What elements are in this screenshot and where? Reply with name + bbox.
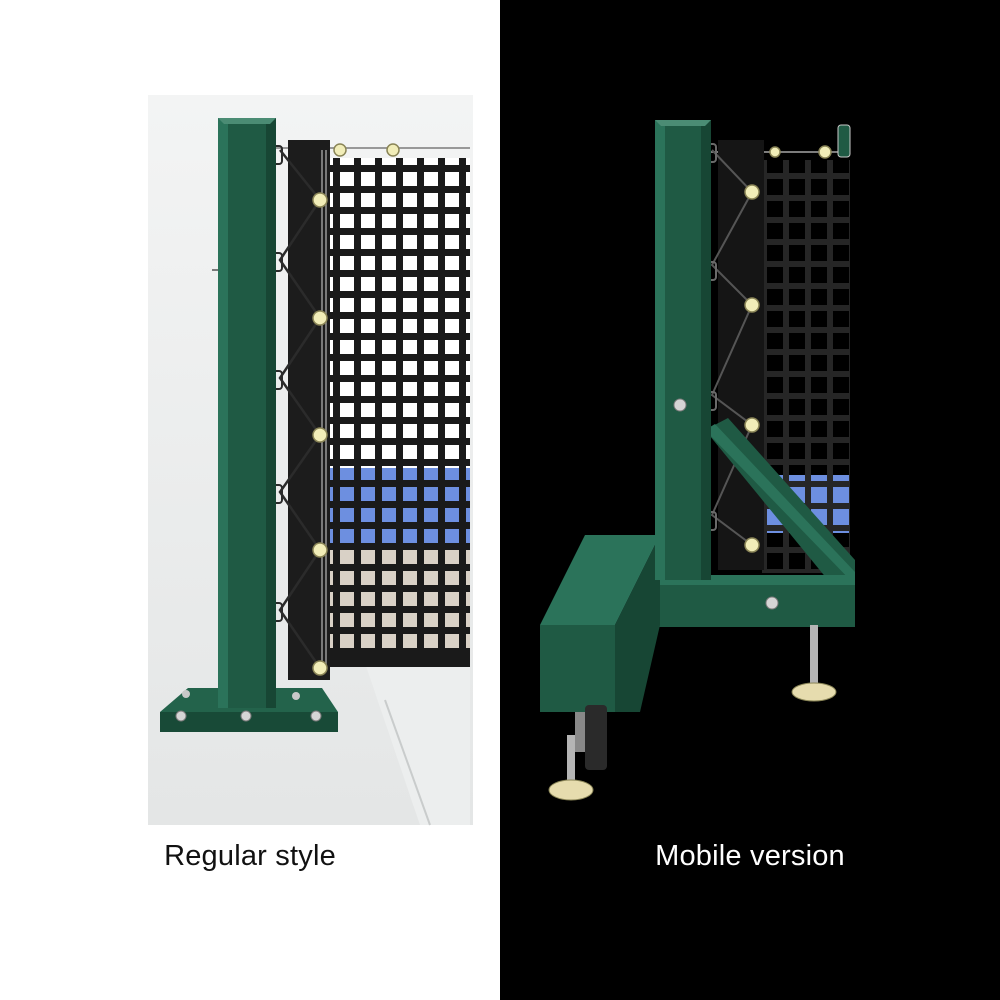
mobile-version-illustration <box>540 120 855 801</box>
net-side-band <box>718 140 764 570</box>
net-lacing <box>710 149 754 546</box>
base-bolts <box>175 690 322 722</box>
net-grommets <box>312 143 400 676</box>
leveling-feet <box>548 625 837 801</box>
net-mesh <box>328 158 470 468</box>
net-mesh <box>762 160 850 475</box>
brace-bolt <box>673 398 687 412</box>
court-line <box>384 699 431 826</box>
caption-regular-style: Regular style <box>164 840 336 872</box>
post-top-clip <box>837 124 851 158</box>
net-grommets <box>744 145 832 553</box>
net-lacing <box>278 149 322 669</box>
net-bottom-band <box>328 655 470 667</box>
caster-wheel <box>585 705 607 770</box>
base-box-front <box>540 625 615 712</box>
regular-style-illustration <box>148 95 473 826</box>
caption-mobile-version: Mobile version <box>655 840 845 872</box>
mobile-version-panel: Mobile version <box>500 0 1000 1000</box>
bar-bolt <box>765 596 779 610</box>
net-mesh-over-court <box>328 468 470 548</box>
base-box-top <box>540 535 660 625</box>
regular-style-panel: Regular style <box>148 95 473 872</box>
net-mesh-over-floor <box>328 548 470 660</box>
net-side-band <box>288 140 330 680</box>
